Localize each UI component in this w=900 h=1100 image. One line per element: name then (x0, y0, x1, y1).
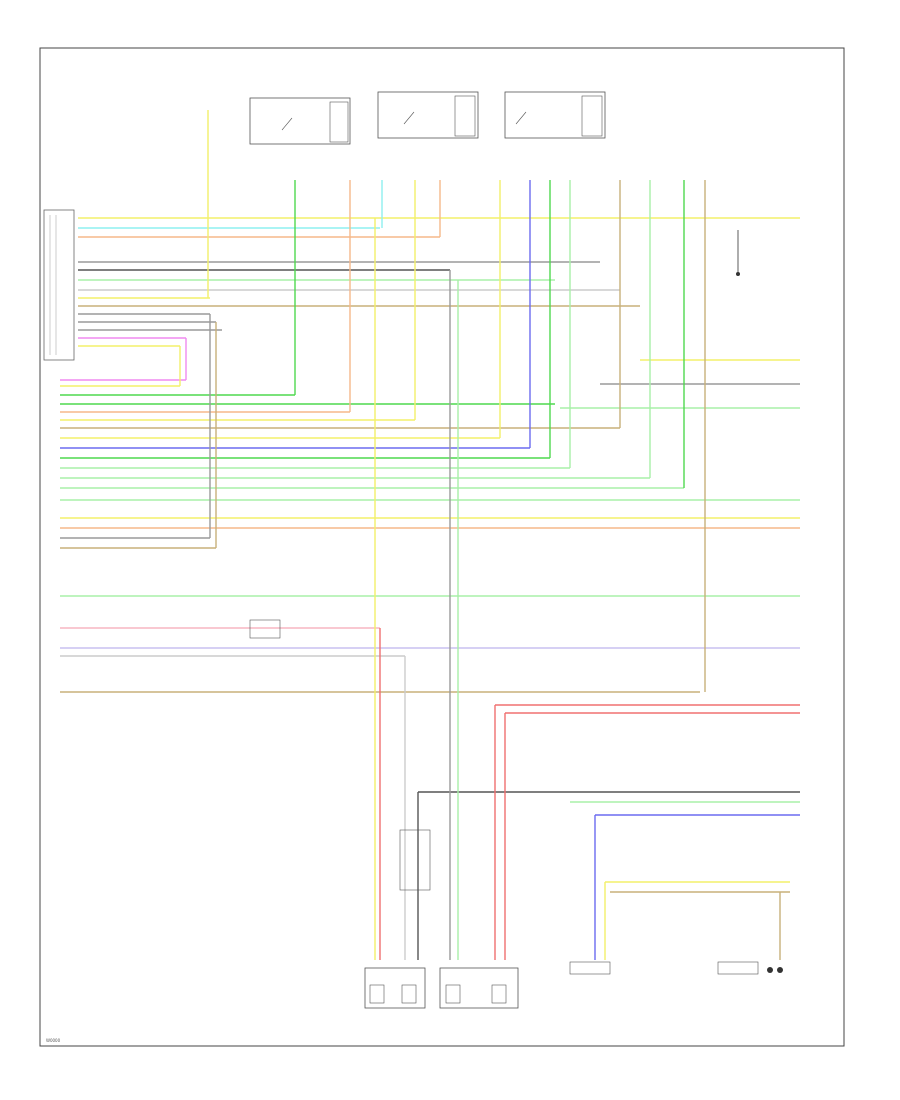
footer-code: W0000 (46, 1038, 61, 1043)
top-switch-2 (377, 91, 479, 139)
ground-symbol (736, 230, 740, 276)
bottom-sensor-3 (569, 961, 611, 975)
bottom-sensor-1 (364, 967, 426, 1009)
top-switch-3 (504, 91, 606, 139)
bottom-sensor-2 (439, 967, 519, 1009)
horizontal-wires (60, 217, 800, 893)
vertical-wires (179, 110, 781, 960)
left-connector-block (43, 209, 75, 361)
bottom-sensor-4 (717, 961, 783, 975)
top-switch-1 (249, 97, 351, 145)
inline-component (249, 619, 281, 639)
lower-relay (399, 829, 431, 891)
diagram-frame (39, 47, 845, 1047)
